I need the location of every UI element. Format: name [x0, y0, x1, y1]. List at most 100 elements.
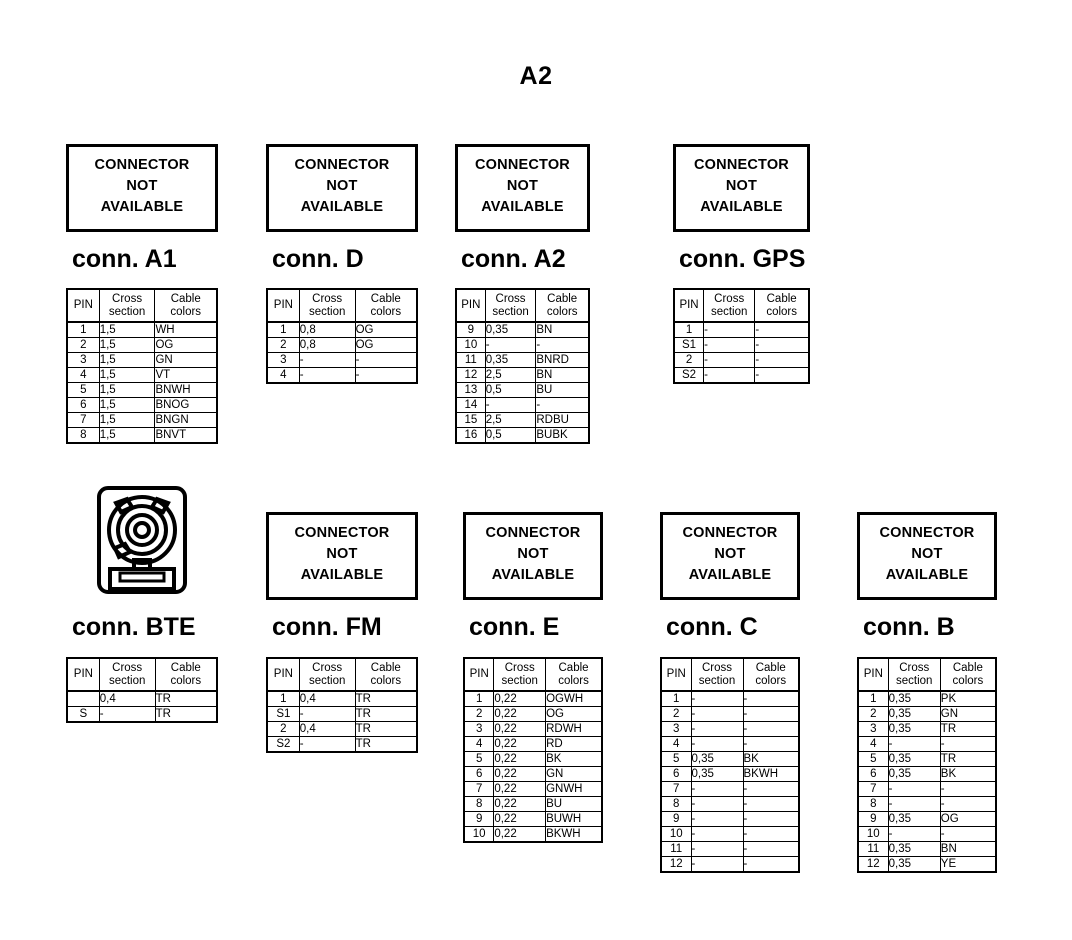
- cell-pin: 1: [266, 690, 300, 707]
- header-cable-line2: colors: [170, 305, 202, 318]
- cell-cable-color: RDBU: [535, 412, 590, 428]
- cell-cross-section: 0,4: [98, 690, 156, 707]
- cell-pin: 6: [463, 766, 495, 782]
- cell-cable-color: BNGN: [154, 412, 218, 428]
- not-available-line-2: NOT: [126, 178, 158, 194]
- cell-cable-color: -: [742, 856, 800, 873]
- header-cross-line2: section: [308, 674, 346, 687]
- cell-cable-color: -: [742, 781, 800, 797]
- table-row: 9--: [660, 811, 800, 827]
- header-cable-line1: Cable: [547, 293, 578, 305]
- cell-pin: 9: [857, 811, 889, 827]
- cell-cross-section: 0,35: [887, 811, 941, 827]
- cell-cable-color: -: [354, 367, 418, 384]
- cell-pin: 3: [857, 721, 889, 737]
- cell-pin: 2: [660, 706, 692, 722]
- not-available-line-3: AVAILABLE: [300, 567, 384, 583]
- cell-cable-color: GN: [545, 766, 603, 782]
- cell-cable-color: BNOG: [154, 397, 218, 413]
- cell-cable-color: BN: [535, 367, 590, 383]
- cell-pin: 1: [673, 321, 705, 338]
- header-pin: PIN: [673, 288, 705, 323]
- header-cross-line1: Cross: [899, 662, 930, 674]
- cell-cable-color: -: [754, 367, 810, 384]
- cell-cross-section: -: [887, 826, 941, 842]
- cell-cable-color: BKWH: [742, 766, 800, 782]
- cell-cross-section: 0,35: [484, 321, 537, 338]
- header-pin: PIN: [463, 657, 495, 692]
- cell-cable-color: BNRD: [535, 352, 590, 368]
- not-available-line-1: CONNECTOR: [475, 157, 570, 173]
- cell-cross-section: 1,5: [98, 397, 156, 413]
- cell-cable-color: -: [939, 826, 997, 842]
- cell-cross-section: -: [98, 706, 156, 723]
- cell-pin: [66, 690, 100, 707]
- connector-label-a2: conn. A2: [461, 245, 566, 273]
- cell-cross-section: 0,35: [887, 706, 941, 722]
- not-available-line-1: CONNECTOR: [682, 525, 778, 541]
- cell-cable-color: -: [742, 841, 800, 857]
- cell-pin: 12: [857, 856, 889, 873]
- cell-pin: 6: [857, 766, 889, 782]
- cell-cable-color: -: [939, 796, 997, 812]
- cell-pin: 2: [463, 706, 495, 722]
- cell-cross-section: -: [690, 781, 744, 797]
- cell-cross-section: -: [690, 721, 744, 737]
- cell-cable-color: -: [754, 321, 810, 338]
- header-pin: PIN: [455, 288, 486, 323]
- cell-cable-color: -: [754, 352, 810, 368]
- cell-pin: 10: [857, 826, 889, 842]
- table-row: 2--: [673, 352, 810, 368]
- cell-cable-color: PK: [939, 690, 997, 707]
- header-cross-line1: Cross: [312, 293, 343, 305]
- cell-cross-section: -: [298, 736, 356, 753]
- cell-cable-color: GN: [154, 352, 218, 368]
- cell-pin: 4: [463, 736, 495, 752]
- not-available-line-3: AVAILABLE: [491, 567, 575, 583]
- cell-cable-color: -: [535, 397, 590, 413]
- cell-cable-color: RD: [545, 736, 603, 752]
- cell-cable-color: -: [754, 337, 810, 353]
- cell-pin: 7: [660, 781, 692, 797]
- cell-cross-section: -: [690, 856, 744, 873]
- cell-cross-section: -: [298, 367, 356, 384]
- cell-cross-section: -: [703, 352, 756, 368]
- header-cable-line2: colors: [558, 674, 589, 687]
- cell-pin: 10: [660, 826, 692, 842]
- cell-cable-color: -: [535, 337, 590, 353]
- not-available-line-3: AVAILABLE: [481, 199, 564, 215]
- cell-pin: 15: [455, 412, 486, 428]
- cell-cross-section: -: [690, 690, 744, 707]
- cell-cable-color: BN: [535, 321, 590, 338]
- cell-cross-section: -: [298, 352, 356, 368]
- cell-cable-color: OG: [939, 811, 997, 827]
- cell-cable-color: -: [742, 721, 800, 737]
- cell-cross-section: 0,35: [887, 721, 941, 737]
- cell-cable-color: OG: [545, 706, 603, 722]
